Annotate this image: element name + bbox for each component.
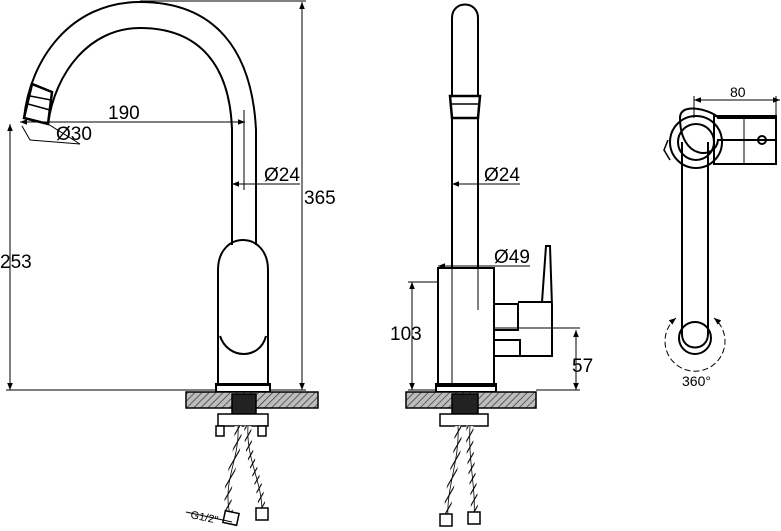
dim-body-height-label: 103 xyxy=(390,324,422,345)
thread-leader xyxy=(185,511,233,523)
dim-side-body-label: Ø24 xyxy=(484,165,520,186)
rotation-label: 360° xyxy=(682,373,711,389)
top-body-outline xyxy=(678,107,777,154)
hose-front-fittings xyxy=(222,507,269,527)
dim-aerator-label: Ø30 xyxy=(56,124,92,145)
mounting-side xyxy=(439,393,489,427)
top-dimensions xyxy=(693,96,780,118)
top-view xyxy=(663,107,777,355)
hose-front-left xyxy=(224,425,242,516)
dim-lever-height-label: 57 xyxy=(572,356,593,377)
hose-side-fittings xyxy=(439,511,481,527)
side-aerator xyxy=(448,94,482,120)
side-view xyxy=(435,3,553,393)
side-dimensions xyxy=(408,181,580,391)
body-upper xyxy=(217,239,269,386)
side-spout-top xyxy=(451,3,479,97)
spout-inner-curve xyxy=(47,26,233,245)
spout-outer-curve xyxy=(23,0,257,245)
hose-front-right xyxy=(244,425,266,513)
mounting-front xyxy=(215,393,269,437)
side-lever xyxy=(493,303,519,331)
dim-reach-label: 190 xyxy=(108,103,140,124)
top-lever-box xyxy=(713,115,777,165)
dim-spout-height-label: 253 xyxy=(0,252,32,273)
dim-total-height-label: 365 xyxy=(304,188,336,209)
front-dimensions xyxy=(6,0,306,391)
dim-base-label: Ø49 xyxy=(494,247,530,268)
body-lever-curve xyxy=(219,335,267,355)
rotation-arc xyxy=(664,317,726,372)
dim-top-width-label: 80 xyxy=(730,84,746,100)
dim-front-body-label: Ø24 xyxy=(264,165,300,186)
front-view xyxy=(22,0,271,393)
side-valve-body xyxy=(437,267,495,387)
thread-label: G1/2" xyxy=(189,509,219,527)
